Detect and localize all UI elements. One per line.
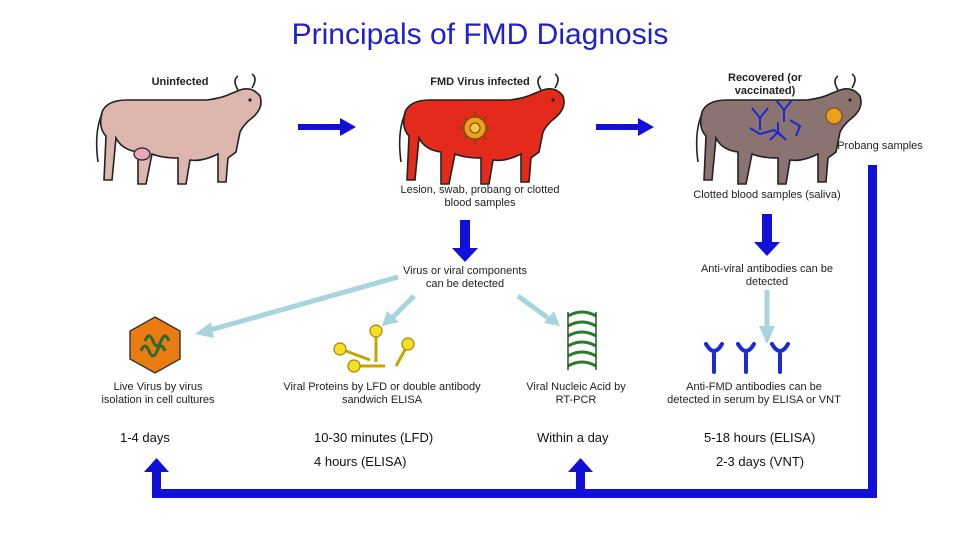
antibody-network-icon: [749, 99, 802, 141]
virus-detected-label: Virus or viral components can be detecte…: [403, 265, 527, 290]
method-viral-proteins: Viral Proteins by LFD or double antibody…: [283, 381, 481, 406]
branch-arrows: [195, 274, 775, 344]
time-live-virus: 1-4 days: [120, 430, 170, 445]
virus-particle-icon: [458, 111, 492, 145]
stage-label-infected: FMD Virus infected: [430, 76, 530, 88]
time-elisa-antibody: 5-18 hours (ELISA): [704, 430, 816, 445]
time-pcr: Within a day: [537, 430, 609, 445]
live-virus-icon: [129, 316, 181, 374]
stage-label-uninfected: Uninfected: [151, 76, 209, 88]
probang-samples-label: Probang samples: [837, 140, 923, 152]
antibodies-detected-label: Anti-viral antibodies can be detected: [700, 263, 834, 288]
method-antibodies: Anti-FMD antibodies can be detected in s…: [667, 381, 841, 406]
arrow-down-virus: [452, 220, 478, 262]
page-title: Principals of FMD Diagnosis: [291, 18, 669, 51]
arrow-down-antibody: [754, 214, 780, 256]
stage-label-recovered: Recovered (or vaccinated): [728, 72, 802, 97]
time-elisa-protein: 4 hours (ELISA): [314, 454, 407, 469]
time-vnt: 2-3 days (VNT): [716, 454, 805, 469]
method-live-virus: Live Virus by virus isolation in cell cu…: [101, 381, 215, 406]
antibodies-icon: [704, 342, 790, 374]
time-lfd: 10-30 minutes (LFD): [314, 430, 434, 445]
nucleic-acid-icon: [567, 310, 597, 370]
stage-arrows: [298, 118, 654, 136]
arrow-uninfected-to-infected: [298, 118, 356, 136]
viral-proteins-icon: [333, 324, 415, 373]
feedback-loop: [144, 165, 877, 498]
arrow-infected-to-recovered: [596, 118, 654, 136]
uninfected-cow: [95, 73, 262, 185]
infected-samples-label: Lesion, swab, probang or clotted blood s…: [400, 184, 560, 209]
method-nucleic-acid: Viral Nucleic Acid by RT-PCR: [526, 381, 626, 406]
probang-virus-icon: [825, 107, 843, 125]
recovered-samples-label: Clotted blood samples (saliva): [693, 189, 841, 201]
